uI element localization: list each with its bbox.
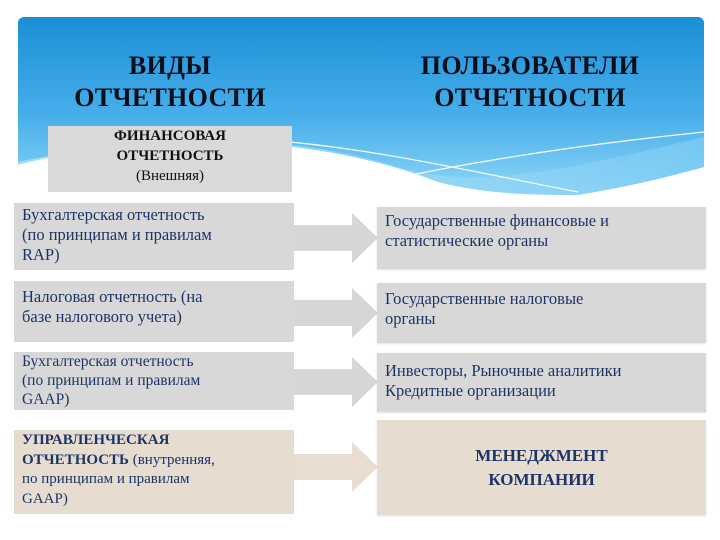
management-title-line1: УПРАВЛЕНЧЕСКАЯ	[22, 432, 170, 448]
arrow-right-icon	[294, 442, 378, 492]
report-type-line: (по принципам и правилам	[22, 225, 212, 244]
user-box-management: МЕНЕДЖМЕНТ КОМПАНИИ	[377, 420, 706, 515]
report-type-line: Налоговая отчетность (на	[22, 287, 203, 306]
financial-box-line3: (Внешняя)	[135, 168, 205, 184]
arrow-right-icon	[294, 213, 378, 263]
report-type-box-gaap: Бухгалтерская отчетность (по принципам и…	[14, 352, 294, 410]
right-column-title: ПОЛЬЗОВАТЕЛИ ОТЧЕТНОСТИ	[380, 50, 680, 114]
user-line: Государственные налоговые	[385, 289, 584, 308]
left-title-line1: ВИДЫ	[128, 51, 212, 80]
user-box-gov-tax: Государственные налоговые органы	[377, 283, 706, 343]
management-user-line1: МЕНЕДЖМЕНТ	[475, 446, 608, 465]
report-type-box-rap: Бухгалтерская отчетность (по принципам и…	[14, 203, 294, 270]
report-type-line: GAAP)	[22, 490, 68, 507]
report-type-line: базе налогового учета)	[22, 307, 182, 326]
report-type-line: Бухгалтерская отчетность	[22, 353, 194, 370]
financial-box-line2: ОТЧЕТНОСТЬ	[116, 148, 224, 164]
management-internal-note: (внутренняя,	[128, 451, 215, 468]
management-user-line2: КОМПАНИИ	[488, 470, 595, 489]
arrow-right-icon	[294, 288, 378, 338]
user-line: Кредитные организации	[385, 381, 556, 400]
right-title-line2: ОТЧЕТНОСТИ	[434, 83, 626, 112]
right-title-line1: ПОЛЬЗОВАТЕЛИ	[420, 51, 640, 80]
report-type-line: Бухгалтерская отчетность	[22, 205, 205, 224]
user-line: Инвесторы, Рыночные аналитики	[385, 361, 622, 380]
user-line: органы	[385, 309, 436, 328]
report-type-box-tax: Налоговая отчетность (на базе налогового…	[14, 281, 294, 342]
user-box-investors: Инвесторы, Рыночные аналитики Кредитные …	[377, 353, 706, 412]
report-type-line: по принципам и правилам	[22, 471, 190, 487]
user-line: Государственные финансовые и	[385, 211, 610, 230]
user-line: статистические органы	[385, 231, 549, 250]
user-box-gov-financial: Государственные финансовые и статистичес…	[377, 207, 706, 269]
report-type-line: RAP)	[22, 245, 60, 264]
left-title-line2: ОТЧЕТНОСТИ	[74, 83, 266, 112]
arrow-right-icon	[294, 357, 378, 407]
financial-reporting-box: ФИНАНСОВАЯ ОТЧЕТНОСТЬ (Внешняя)	[48, 126, 292, 192]
financial-box-line1: ФИНАНСОВАЯ	[114, 128, 226, 144]
report-type-line: (по принципам и правилам	[22, 372, 201, 389]
report-type-box-management: УПРАВЛЕНЧЕСКАЯ ОТЧЕТНОСТЬ (внутренняя, п…	[14, 430, 294, 514]
left-column-title: ВИДЫ ОТЧЕТНОСТИ	[40, 50, 300, 114]
report-type-line: GAAP)	[22, 391, 70, 408]
management-title-line2: ОТЧЕТНОСТЬ	[22, 451, 129, 468]
